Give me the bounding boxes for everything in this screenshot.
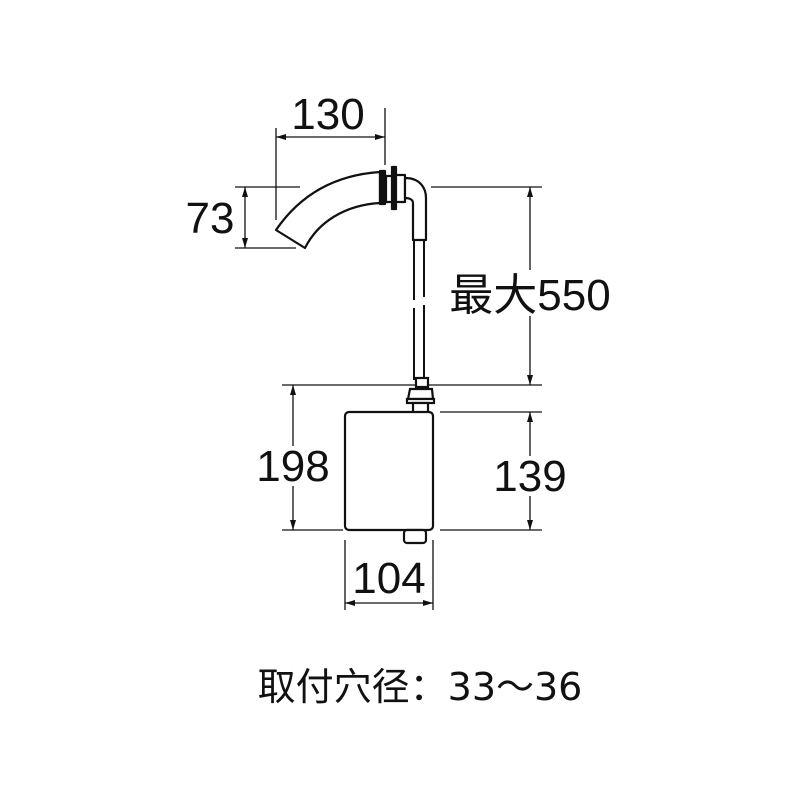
hose xyxy=(413,240,425,380)
dimension-labels: 130 73 最大550 198 139 104 xyxy=(186,90,611,603)
arrowheads xyxy=(242,134,533,606)
control-box xyxy=(343,376,436,545)
dim-box-height: 139 xyxy=(493,452,566,501)
dim-max-hose: 最大550 xyxy=(449,271,610,320)
dim-box-width: 104 xyxy=(352,554,425,603)
dim-total-height: 198 xyxy=(256,442,329,491)
dim-spout-height: 73 xyxy=(186,194,235,243)
spout xyxy=(274,165,428,250)
dim-spout-length: 130 xyxy=(291,90,364,139)
mounting-hole-caption: 取付穴径：33〜36 xyxy=(258,665,583,709)
